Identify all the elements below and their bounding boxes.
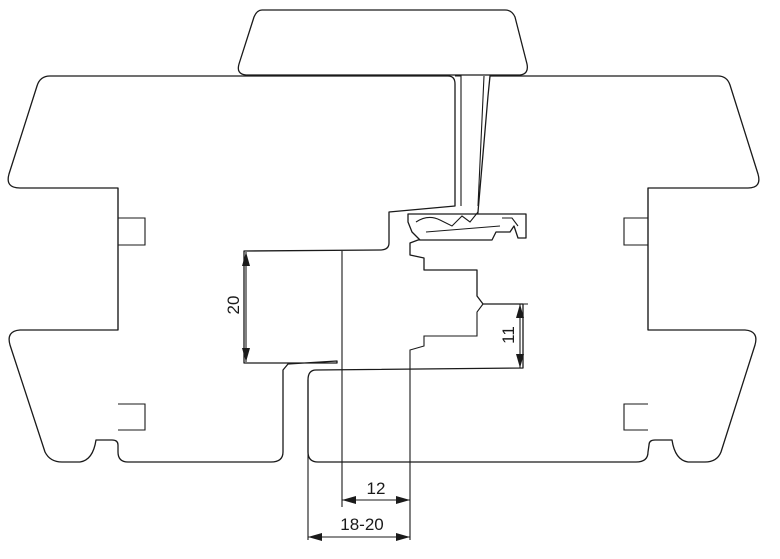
dimension-label-18-20: 18-20: [340, 515, 383, 534]
central-gap-line: [455, 75, 485, 207]
dimension-label-12: 12: [367, 479, 386, 498]
dimension-label-20: 20: [224, 296, 243, 315]
gasket-seal: [407, 213, 527, 241]
dimension-width-outer: 18-20: [308, 515, 410, 541]
gasket-seal-detail: [415, 211, 519, 233]
left-frame-profile: [7, 75, 456, 463]
dimension-height-right: 11: [483, 303, 528, 368]
dimension-height-left: 20: [224, 252, 250, 362]
dimension-width-inner: 12: [342, 479, 410, 504]
right-frame-notch-lower: [623, 403, 648, 431]
right-frame-notch-upper: [623, 217, 648, 246]
right-frame-step-profile: [409, 303, 484, 368]
dimension-label-11: 11: [499, 326, 518, 344]
top-cap-profile: [237, 9, 528, 76]
left-frame-notch-lower: [118, 403, 146, 431]
left-frame-notch-upper: [118, 217, 146, 246]
